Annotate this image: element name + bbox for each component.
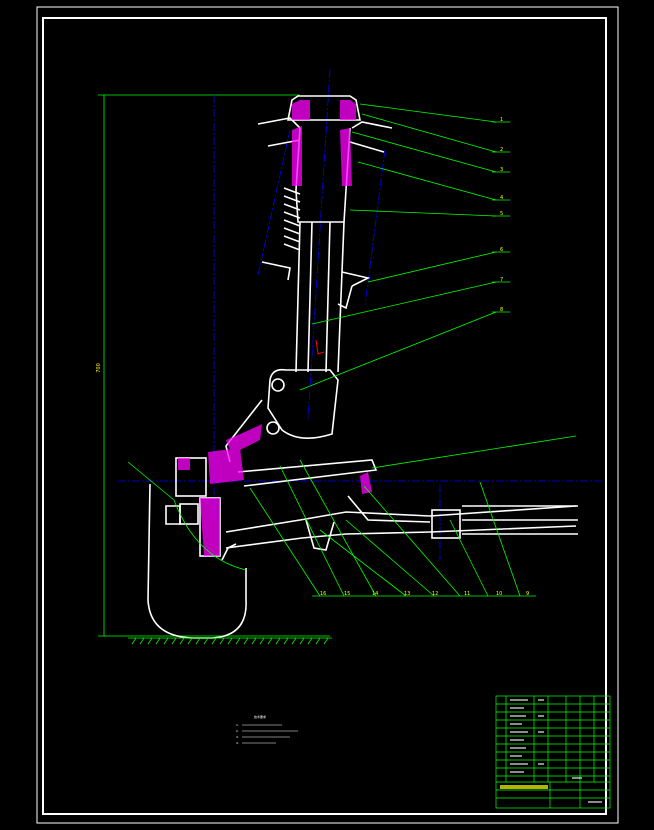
part-label-2: 2 (500, 147, 503, 153)
part-label-4: 4 (500, 195, 503, 201)
notes-line-4: 4. (236, 741, 239, 745)
strut-assembly (147, 95, 578, 639)
notes-line-1: 1. (236, 723, 239, 727)
part-label-11: 11 (464, 591, 470, 597)
part-label-8: 8 (500, 307, 503, 313)
part-label-3: 3 (500, 167, 503, 173)
part-label-14: 14 (372, 591, 378, 597)
part-label-12: 12 (432, 591, 438, 597)
part-label-7: 7 (500, 277, 503, 283)
notes-line-3: 3. (236, 735, 239, 739)
part-label-6: 6 (500, 247, 503, 253)
leader-lines (127, 103, 577, 597)
notes-heading: 技术要求 (254, 714, 266, 719)
part-label-5: 5 (500, 211, 503, 217)
notes-line-2: 2. (236, 729, 239, 733)
part-label-16: 16 (320, 591, 326, 597)
title-block-fills (510, 699, 602, 803)
dimension-label: 700 (96, 363, 102, 373)
part-label-9: 9 (526, 591, 529, 597)
part-label-10: 10 (496, 591, 502, 597)
outer-border (36, 6, 619, 824)
ground-line (128, 637, 332, 645)
part-label-1: 1 (500, 117, 503, 123)
title-block (495, 695, 611, 809)
section-hatching (178, 100, 372, 556)
inner-border (42, 17, 607, 815)
red-mark (315, 339, 325, 355)
technical-notes: 技术要求 1. 2. 3. 4. (236, 714, 298, 745)
part-label-15: 15 (344, 591, 350, 597)
part-labels: 1 2 3 4 5 6 7 8 9 10 11 12 13 14 15 16 (320, 117, 529, 597)
drawing-title-cell (500, 785, 548, 789)
height-dimension (98, 94, 330, 637)
part-label-13: 13 (404, 591, 410, 597)
centerlines (118, 69, 602, 560)
